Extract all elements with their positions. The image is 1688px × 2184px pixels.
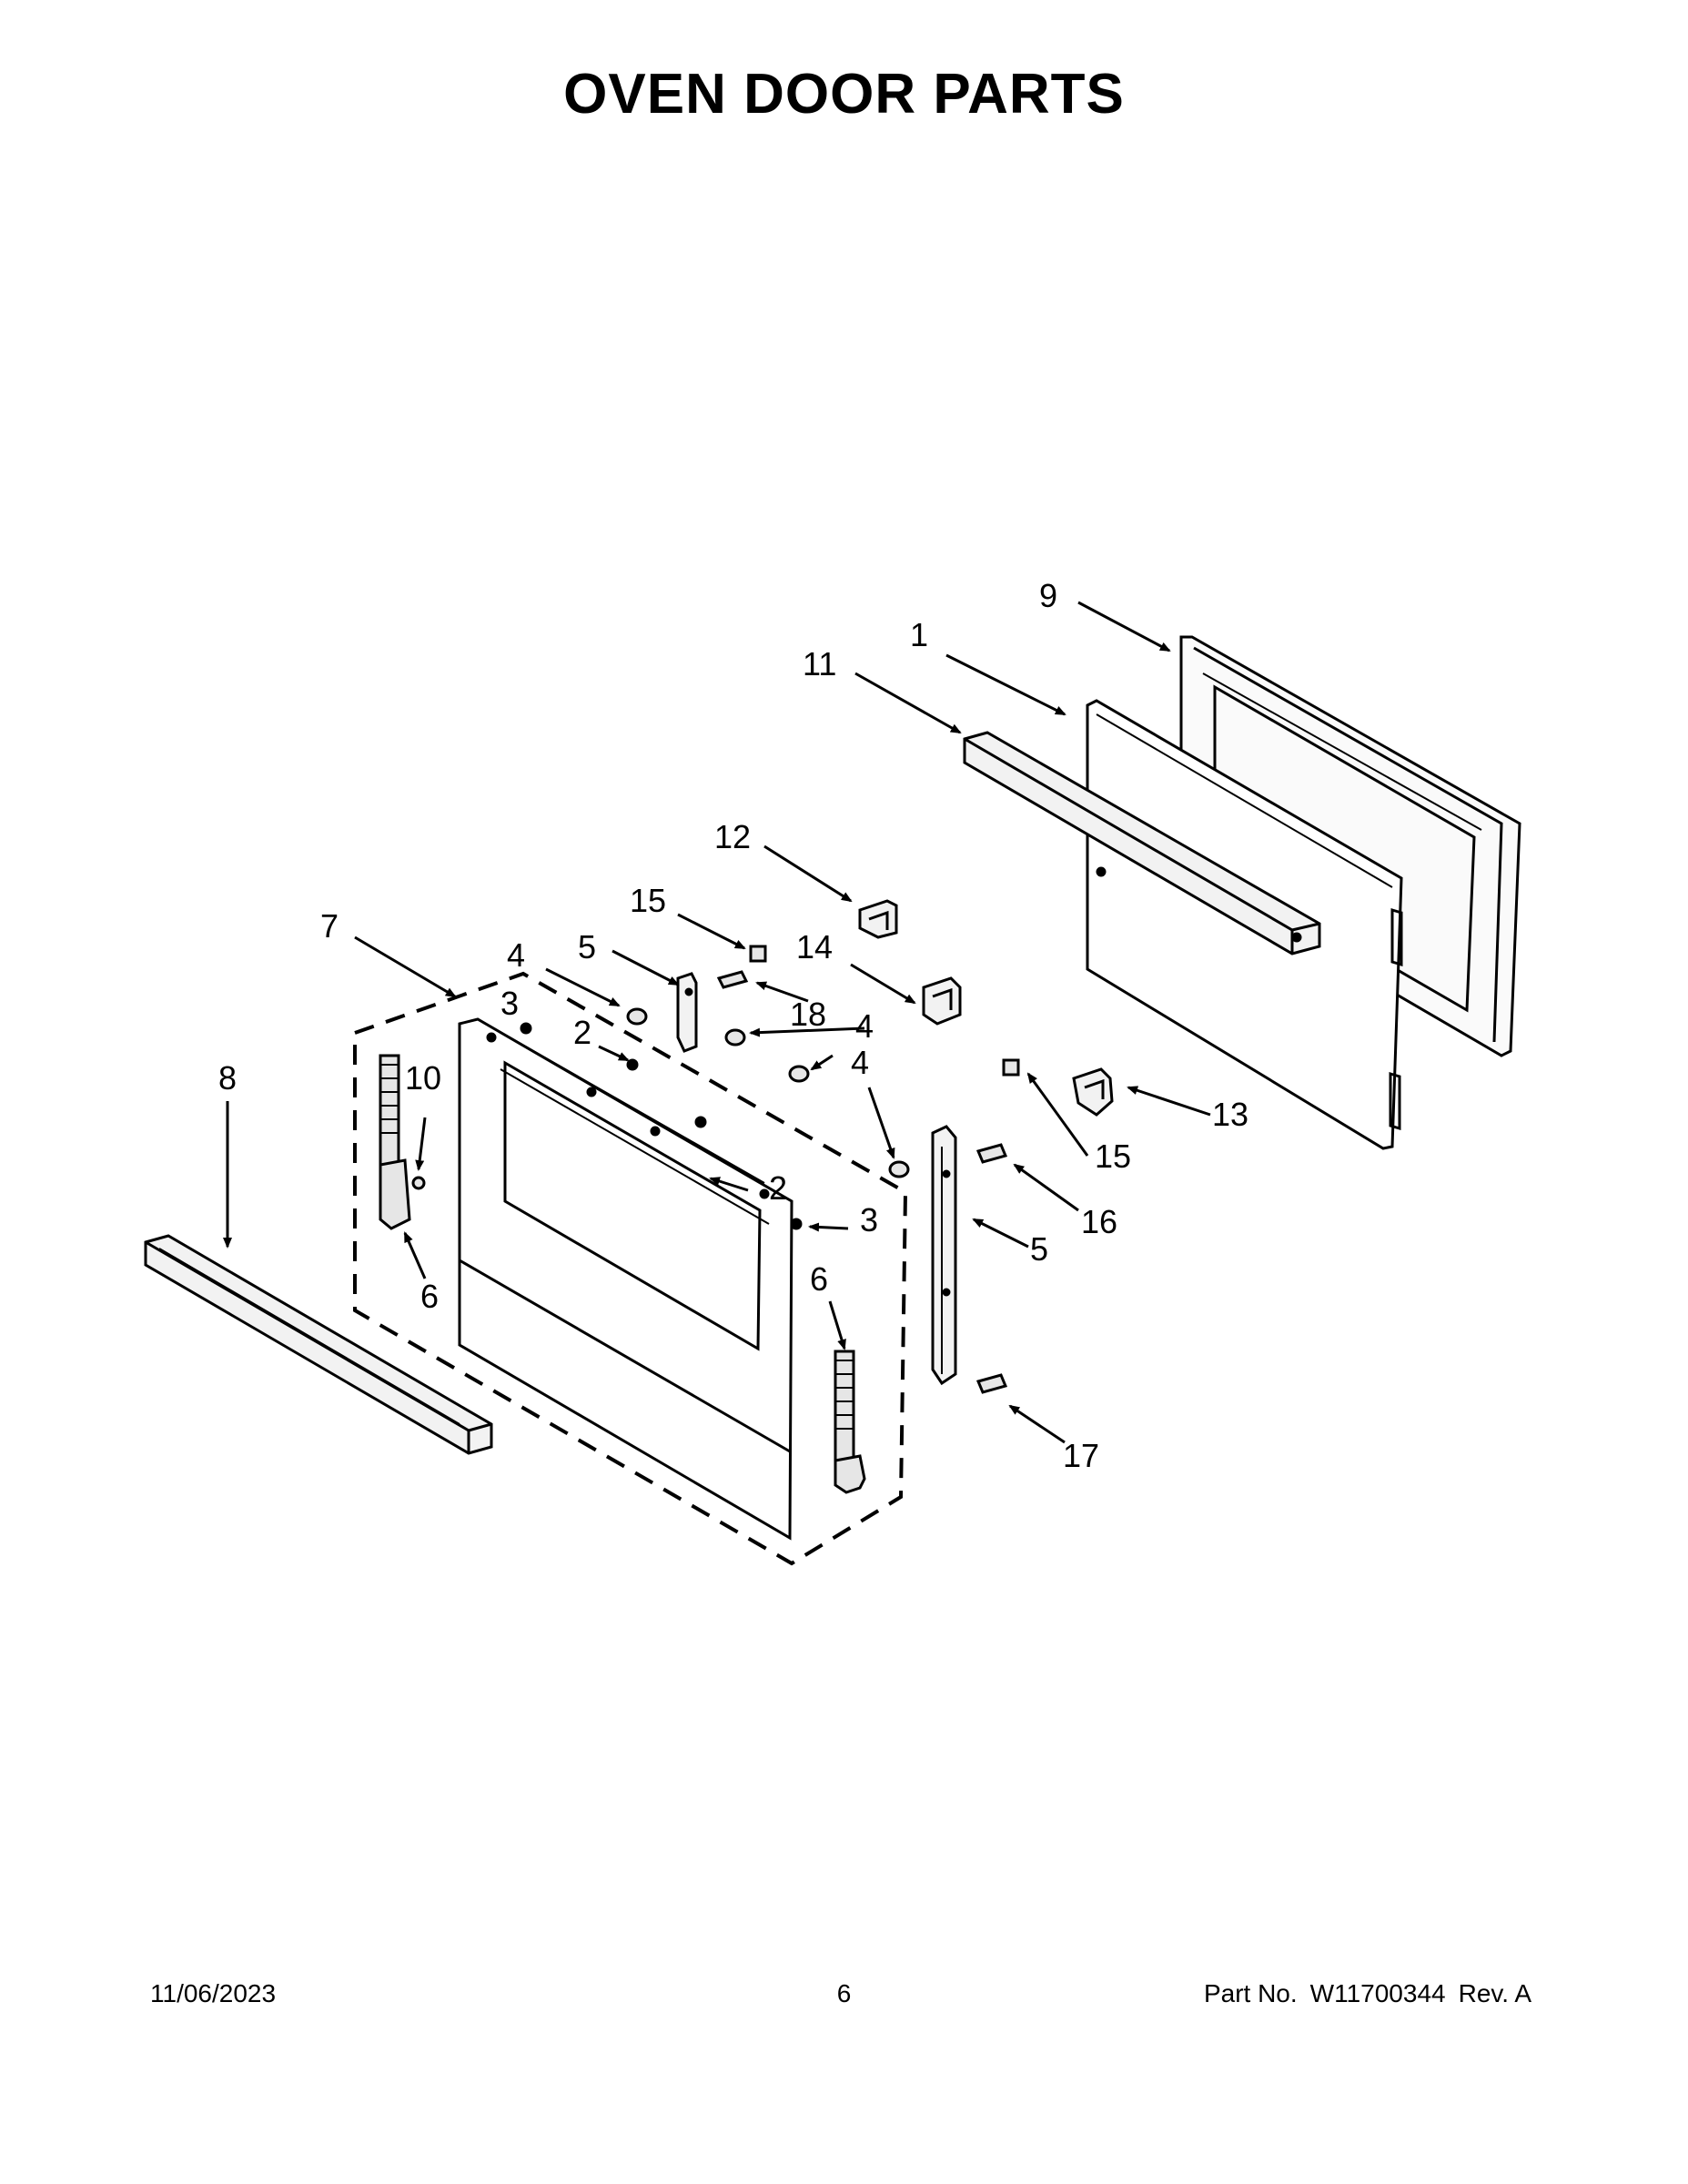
part-12-bracket [858, 899, 898, 939]
callout-16: 16 [1081, 1203, 1117, 1240]
part-9-outer-door-panel [1179, 635, 1521, 1057]
part-number-label: Part No. [1203, 1979, 1298, 2007]
part-13-bracket [1072, 1067, 1114, 1117]
callout-5: 5 [1030, 1230, 1048, 1268]
front-door-panel [458, 1017, 793, 1541]
callout-labels: 9 1 11 12 15 7 4 5 14 18 3 4 2 8 10 2 4 … [218, 577, 1248, 1474]
part-11-top-trim [963, 731, 1321, 956]
revision: Rev. A [1458, 1979, 1531, 2007]
part-7-assembly-outline [353, 971, 908, 1566]
callout-18: 18 [790, 996, 826, 1033]
callout-1: 1 [910, 616, 928, 653]
callout-5: 5 [578, 928, 596, 966]
callout-4: 4 [507, 936, 525, 974]
footer-part-info: Part No. W11700344 Rev. A [1204, 1979, 1531, 2008]
callout-15: 15 [1095, 1138, 1131, 1175]
callout-4: 4 [851, 1044, 869, 1081]
part-number: W11700344 [1309, 1979, 1446, 2007]
part-6-hinge-right [834, 1350, 866, 1494]
part-8-door-handle [144, 1234, 493, 1455]
part-5-hinge-bracket-left [676, 972, 698, 1053]
part-5-hinge-bracket-right [931, 1125, 957, 1386]
footer-date: 11/06/2023 [150, 1979, 277, 2007]
callout-14: 14 [796, 928, 833, 966]
callout-2: 2 [769, 1169, 787, 1207]
callout-12: 12 [714, 818, 751, 855]
callout-11: 11 [803, 645, 836, 682]
callout-7: 7 [320, 907, 339, 945]
callout-17: 17 [1063, 1437, 1099, 1474]
part-14-bracket [922, 976, 962, 1026]
callout-4: 4 [855, 1007, 874, 1045]
callout-13: 13 [1212, 1096, 1248, 1133]
callout-9: 9 [1039, 577, 1057, 614]
leader-arrows [223, 601, 1211, 1444]
callout-6: 6 [420, 1278, 439, 1315]
callout-6: 6 [810, 1260, 828, 1298]
fasteners [411, 945, 1020, 1394]
part-6-hinge-left [379, 1054, 411, 1230]
callout-2: 2 [573, 1014, 591, 1051]
callout-8: 8 [218, 1059, 237, 1097]
footer-page-number: 6 [836, 1979, 852, 2007]
callout-10: 10 [405, 1059, 441, 1097]
callout-3: 3 [500, 985, 519, 1022]
page-title: OVEN DOOR PARTS [563, 63, 1125, 126]
callout-3: 3 [860, 1201, 878, 1239]
callout-15: 15 [630, 882, 666, 919]
